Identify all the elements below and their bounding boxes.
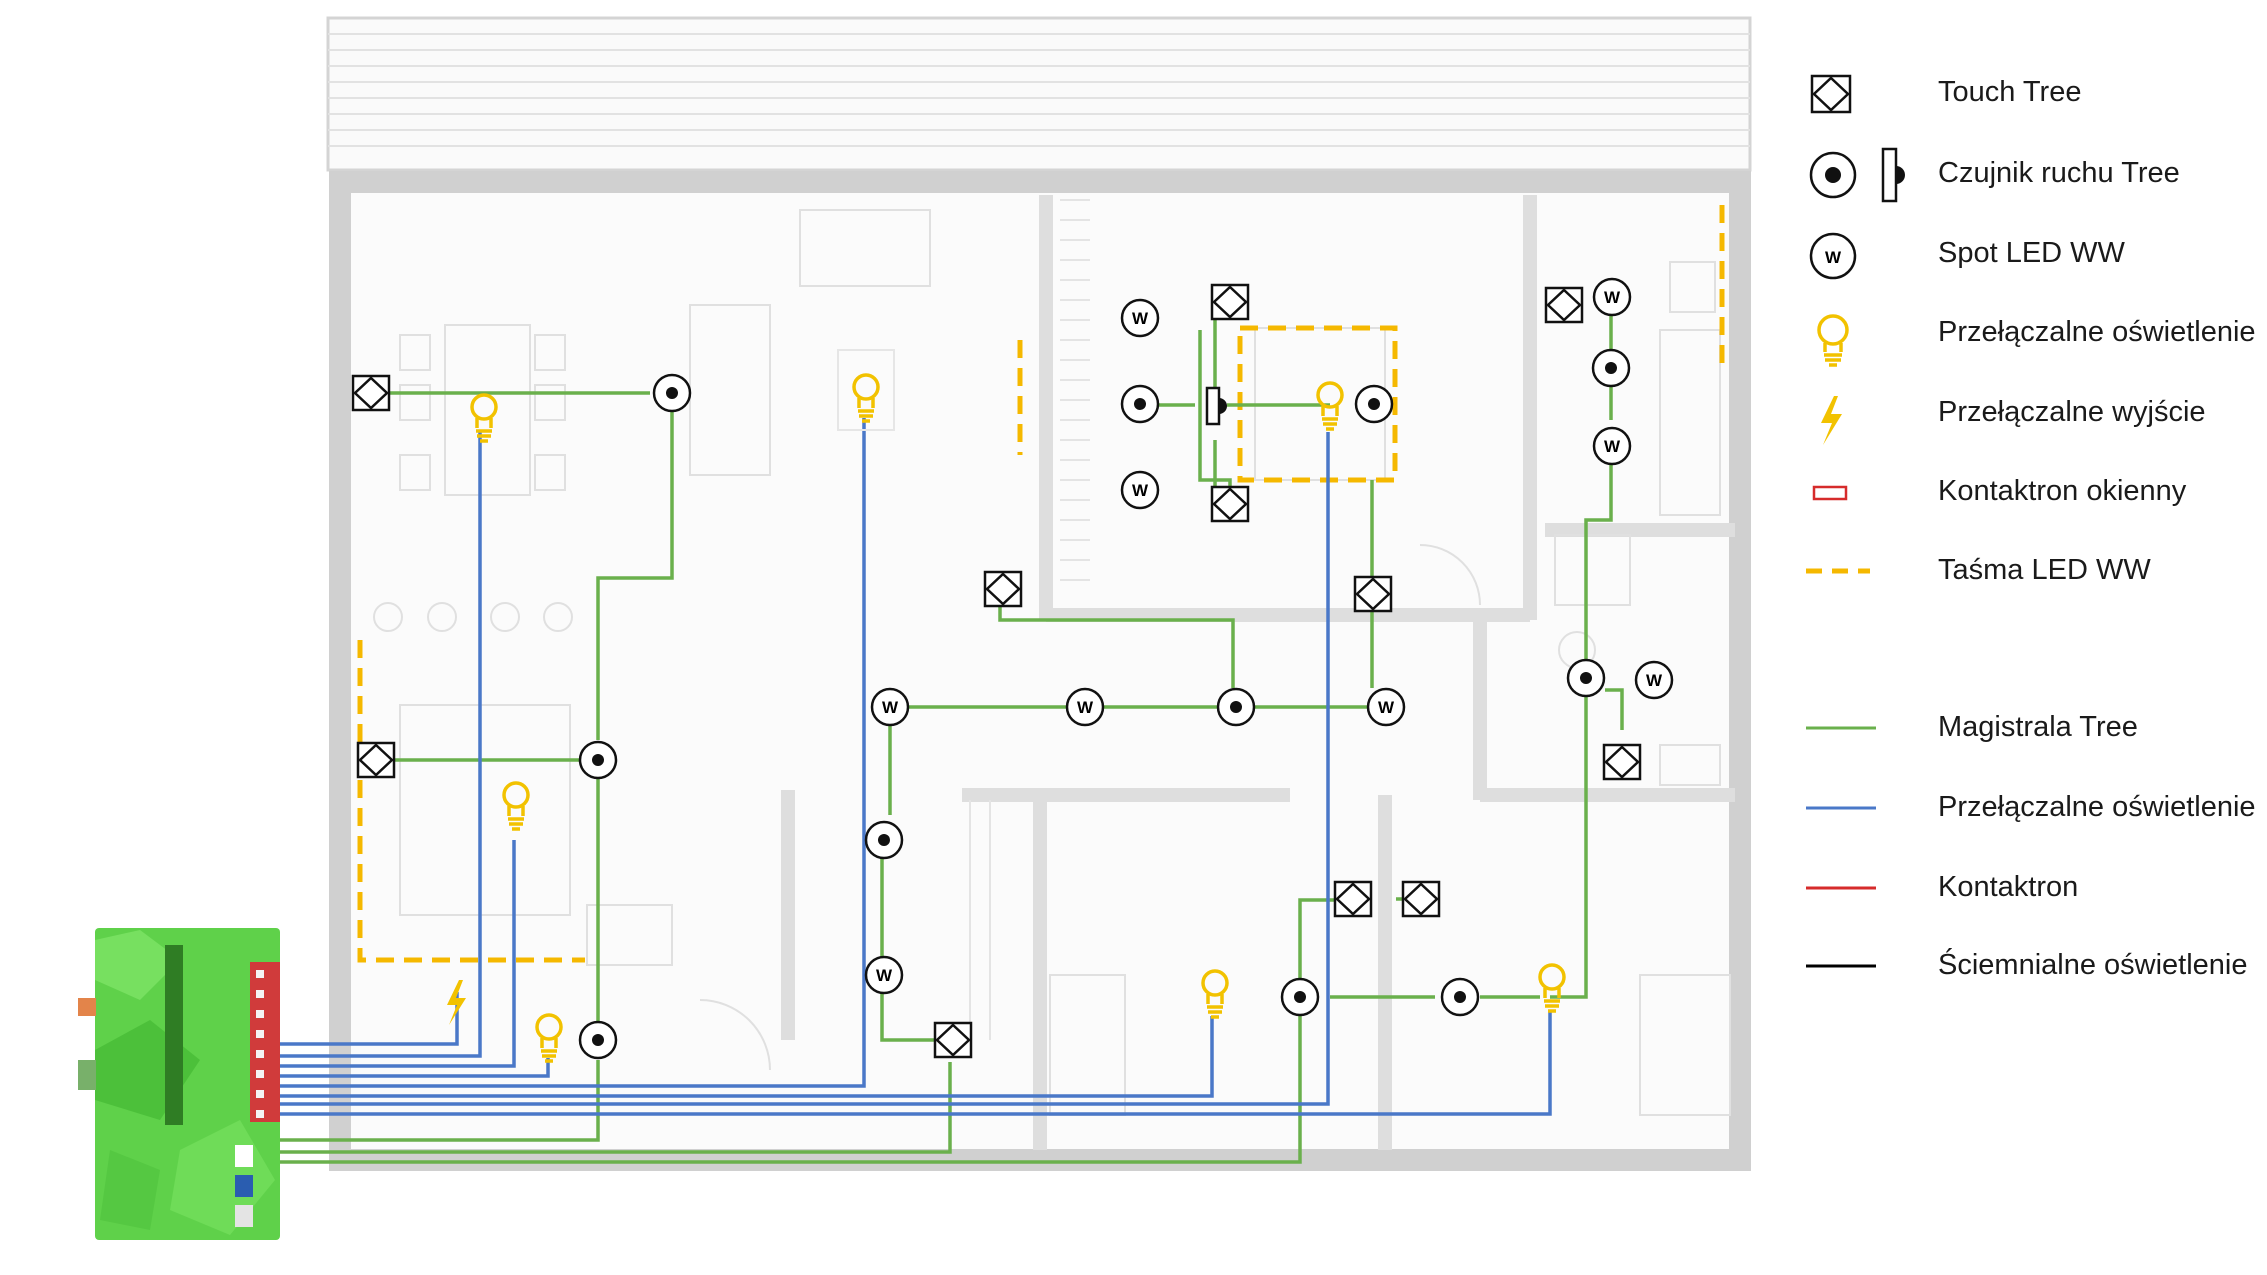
legend-label-led-strip: Taśma LED WW — [1938, 554, 2151, 586]
motion-sensor-icon — [652, 373, 692, 413]
bulb-icon — [1538, 963, 1566, 1013]
legend-symbols: W — [1806, 74, 1905, 968]
motion-sensor-icon — [1440, 977, 1480, 1017]
touch-tree-icon — [1353, 575, 1393, 613]
spot-leds: W W W W W W W W W — [864, 277, 1674, 995]
floor-plan-walls — [326, 16, 1752, 1171]
spot-led-icon: W — [1366, 687, 1406, 727]
touch-tree-icon — [356, 741, 396, 779]
bulb-icon — [1316, 381, 1344, 431]
bulb-icon — [535, 1013, 563, 1063]
bulbs — [470, 349, 1566, 1063]
legend-lightning-icon — [1821, 396, 1842, 445]
spot-led-icon: W — [1065, 687, 1105, 727]
spot-led-icon: W — [864, 955, 904, 995]
touch-tree-icon — [1401, 880, 1441, 918]
touch-tree-icon — [933, 1021, 973, 1059]
spot-led-icon: W — [1634, 660, 1674, 700]
legend-label-window-contact: Kontaktron okienny — [1938, 475, 2187, 507]
touch-tree-icon — [1544, 286, 1584, 324]
touch-tree-icon — [1602, 743, 1642, 781]
legend-label-spot-led: Spot LED WW — [1938, 237, 2125, 269]
bulb-icon — [502, 781, 530, 831]
touch-tree-icon — [1210, 283, 1250, 321]
spot-led-icon: W — [1592, 277, 1632, 317]
motion-sensor-icon — [1280, 977, 1320, 1017]
motion-sensor-icon — [578, 740, 618, 780]
legend-label-switched-output: Przełączalne wyjście — [1938, 396, 2206, 428]
legend-spot-led-icon: W — [1809, 232, 1857, 280]
spot-led-icon: W — [1120, 470, 1160, 510]
spot-led-letter: W — [882, 698, 899, 717]
legend-label-dimmed-lighting: Ściemnialne oświetlenie — [1938, 949, 2248, 981]
motion-sensor-icon — [864, 820, 904, 860]
spot-led-icon: W — [870, 687, 910, 727]
motion-sensor-wall-icon — [1205, 386, 1227, 426]
legend-label-contact-line: Kontaktron — [1938, 871, 2079, 903]
motion-sensor-icon — [1566, 658, 1606, 698]
tree-bus-wiring — [280, 295, 1624, 1164]
lightning-icon — [447, 980, 466, 1025]
spot-led-icon: W — [1592, 426, 1632, 466]
legend-bulb-icon — [1817, 314, 1849, 367]
motion-sensor-icon — [578, 1020, 618, 1060]
motion-sensor-icon — [1591, 348, 1631, 388]
bulb-icon — [1201, 969, 1229, 1019]
spot-led-letter: W — [1604, 288, 1621, 307]
touch-tree-icon — [1210, 485, 1250, 523]
legend-label-switched-lighting-line: Przełączalne oświetlenie — [1938, 791, 2256, 823]
legend-window-contact-icon — [1812, 485, 1848, 501]
spot-led-letter: W — [1825, 248, 1842, 267]
motion-sensor-icon — [1354, 384, 1394, 424]
spot-led-letter: W — [876, 966, 893, 985]
spot-led-letter: W — [1132, 309, 1149, 328]
motion-sensors — [578, 348, 1631, 1060]
touch-tree-icon — [983, 570, 1023, 608]
legend-label-tree-bus: Magistrala Tree — [1938, 711, 2138, 743]
legend-label-switched-lighting: Przełączalne oświetlenie — [1938, 316, 2256, 348]
bulb-icon — [852, 373, 880, 423]
bulb-icon — [470, 393, 498, 443]
spot-led-icon: W — [1120, 298, 1160, 338]
touch-tree-icon — [351, 374, 391, 412]
legend-motion-sensor-icon — [1809, 147, 1905, 203]
touch-tree-icon — [1333, 880, 1373, 918]
legend-label-motion-sensor: Czujnik ruchu Tree — [1938, 157, 2180, 189]
led-strip-kitchen — [357, 640, 585, 963]
legend-touch-tree-icon — [1810, 74, 1852, 114]
legend-label-touch-tree: Touch Tree — [1938, 76, 2082, 108]
touch-tree-devices — [351, 283, 1642, 1059]
spot-led-letter: W — [1077, 698, 1094, 717]
miniserver-controller — [78, 928, 280, 1240]
spot-led-letter: W — [1378, 698, 1395, 717]
motion-sensor-icon — [1120, 384, 1160, 424]
spot-led-letter: W — [1646, 671, 1663, 690]
motion-sensor-icon — [1216, 687, 1256, 727]
spot-led-letter: W — [1604, 437, 1621, 456]
spot-led-letter: W — [1132, 481, 1149, 500]
